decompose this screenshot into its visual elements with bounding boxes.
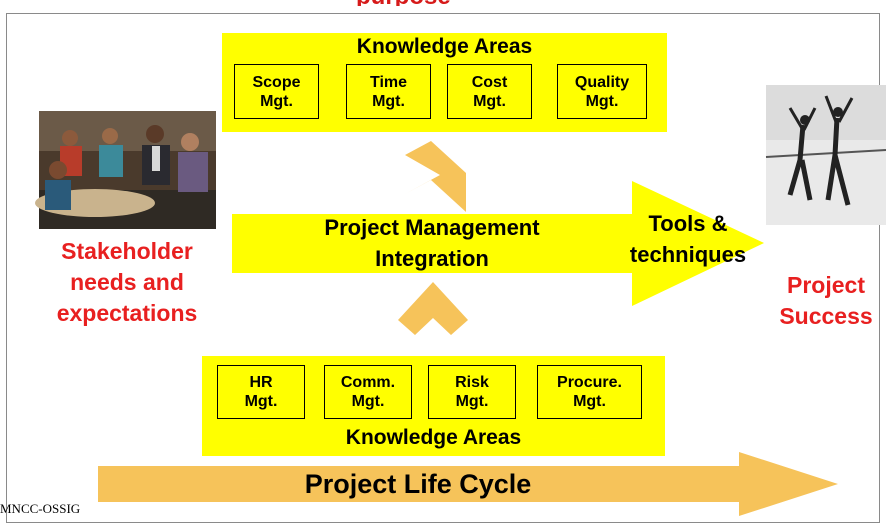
procure-mgt-line2: Mgt. xyxy=(573,393,606,410)
scope-mgt-box: Scope Mgt. xyxy=(234,64,319,119)
comm-mgt-box: Comm. Mgt. xyxy=(324,365,412,419)
tools-techniques-text: Tools & techniques xyxy=(608,208,768,270)
top-chevron-arrow xyxy=(405,141,466,212)
time-mgt-line1: Time xyxy=(369,73,408,91)
success-line1: Project xyxy=(787,272,865,298)
cost-mgt-line1: Cost xyxy=(471,73,508,91)
procure-mgt-line1: Procure. xyxy=(557,374,622,391)
stakeholder-line3: expectations xyxy=(56,300,198,326)
quality-mgt-box: Quality Mgt. xyxy=(557,64,647,119)
quality-mgt-line1: Quality xyxy=(574,73,630,91)
stakeholder-line2: needs and xyxy=(70,269,184,295)
stakeholder-label: Stakeholder needs and expectations xyxy=(32,236,222,329)
bottom-knowledge-areas-panel xyxy=(202,356,665,456)
quality-mgt-line2: Mgt. xyxy=(585,92,619,110)
tools-line1: Tools & xyxy=(648,211,728,236)
top-knowledge-areas-panel xyxy=(222,33,667,132)
risk-mgt-box: Risk Mgt. xyxy=(428,365,516,419)
life-cycle-arrow xyxy=(98,452,838,516)
stakeholder-line1: Stakeholder xyxy=(61,238,193,264)
hr-mgt-box: HR Mgt. xyxy=(217,365,305,419)
integration-line2: Integration xyxy=(375,246,489,271)
time-mgt-line2: Mgt. xyxy=(372,92,405,110)
bottom-knowledge-areas-label: Knowledge Areas xyxy=(345,426,522,449)
footer-source: MNCC-OSSIG xyxy=(0,501,81,516)
time-mgt-box: Time Mgt. xyxy=(346,64,431,119)
project-life-cycle-label: Project Life Cycle xyxy=(304,469,532,499)
hr-mgt-line1: HR xyxy=(249,374,273,391)
stakeholder-meeting-photo xyxy=(35,111,216,229)
cost-mgt-line2: Mgt. xyxy=(473,92,506,110)
integration-line1: Project Management xyxy=(324,215,540,240)
comm-mgt-line2: Mgt. xyxy=(351,393,385,410)
scope-mgt-line1: Scope xyxy=(252,73,301,91)
top-knowledge-areas-label: Knowledge Areas xyxy=(356,35,533,58)
comm-mgt-line1: Comm. xyxy=(340,374,396,391)
bottom-chevron-arrow xyxy=(398,282,468,335)
slide-title-fragment: purpose xyxy=(356,0,532,6)
tools-line2: techniques xyxy=(629,242,747,267)
procure-mgt-box: Procure. Mgt. xyxy=(537,365,642,419)
integration-text: Project Management Integration xyxy=(282,212,582,274)
scope-mgt-line2: Mgt. xyxy=(260,92,293,110)
celebrating-runners-photo xyxy=(765,85,886,225)
success-line2: Success xyxy=(779,303,873,329)
risk-mgt-line2: Mgt. xyxy=(455,393,489,410)
integration-arrow xyxy=(232,181,764,306)
risk-mgt-line1: Risk xyxy=(455,374,489,391)
hr-mgt-line2: Mgt. xyxy=(244,393,278,410)
project-success-label: Project Success xyxy=(766,270,886,332)
cost-mgt-box: Cost Mgt. xyxy=(447,64,532,119)
